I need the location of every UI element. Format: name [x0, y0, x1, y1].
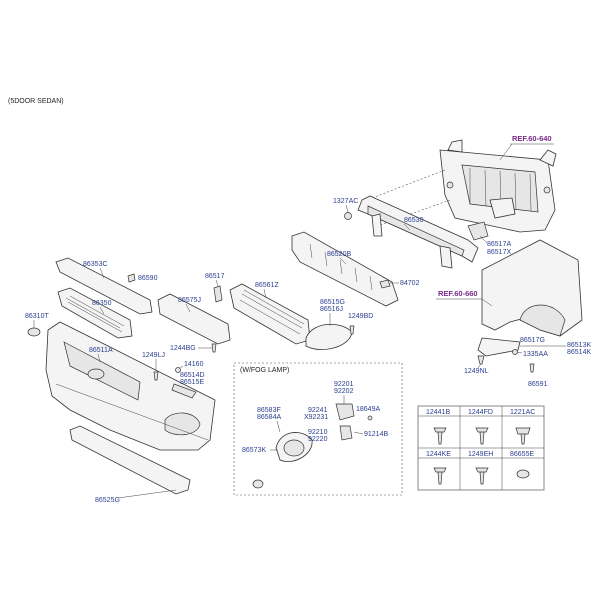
label-86517X[interactable]: 86517X	[487, 249, 511, 256]
dash-support-beam	[371, 169, 446, 199]
label-86517G[interactable]: 86517G	[520, 337, 545, 344]
fog-clip	[252, 479, 264, 489]
screw-1249lj	[153, 371, 159, 381]
fastener-icon-1244fd	[475, 427, 489, 445]
label-86575J[interactable]: 86575J	[178, 297, 201, 304]
table-cell-r2c2: 1249EH	[468, 451, 493, 458]
label-86573K[interactable]: 86573K	[242, 447, 266, 454]
screw-1244bg	[211, 343, 217, 353]
label-86516J[interactable]: 86516J	[320, 306, 343, 313]
lower-grille	[229, 283, 311, 345]
label-14160[interactable]: 14160	[184, 361, 204, 368]
fog-box-title: (W/FOG LAMP)	[240, 367, 289, 374]
label-86584A[interactable]: 86584A	[257, 414, 281, 421]
energy-absorber	[291, 231, 399, 307]
back-beam	[357, 195, 479, 269]
radiator-grille	[57, 287, 133, 339]
fastener-icon-1244ke	[433, 467, 447, 485]
label-92202[interactable]: 92202	[334, 388, 354, 395]
label-86517[interactable]: 86517	[205, 273, 225, 280]
label-86517A[interactable]: 86517A	[487, 241, 511, 248]
fog-lamp-body	[335, 403, 355, 421]
nut-1327ac	[344, 212, 352, 220]
side-bracket-left	[171, 383, 197, 399]
table-cell-r1c1: 12441B	[426, 409, 450, 416]
table-cell-r2c1: 1244KE	[426, 451, 451, 458]
label-1249LJ[interactable]: 1249LJ	[142, 352, 165, 359]
label-1327AC[interactable]: 1327AC	[333, 198, 358, 205]
fog-lamp-lens	[283, 439, 305, 457]
clip-14160	[175, 367, 181, 373]
ref-upper-label[interactable]: REF.60-640	[512, 134, 552, 143]
ref-fender-label[interactable]: REF.60-660	[438, 289, 478, 298]
label-86530[interactable]: 86530	[404, 217, 424, 224]
fastener-table	[417, 405, 545, 491]
screw-1249bd	[349, 325, 355, 335]
table-cell-r1c2: 1244FD	[468, 409, 493, 416]
bracket-86517a	[467, 221, 489, 241]
label-86520B[interactable]: 86520B	[327, 251, 351, 258]
front-fender	[481, 239, 583, 337]
label-86310T[interactable]: 86310T	[25, 313, 49, 320]
fastener-icon-1249eh	[475, 467, 489, 485]
label-92201[interactable]: 92201	[334, 381, 354, 388]
label-X92231[interactable]: X92231	[304, 414, 328, 421]
label-84702[interactable]: 84702	[400, 280, 420, 287]
label-86350[interactable]: 86350	[92, 300, 112, 307]
label-18649A[interactable]: 18649A	[356, 406, 380, 413]
label-86514K[interactable]: 86514K	[567, 349, 591, 356]
fastener-icon-1221ac	[515, 427, 531, 445]
front-lip	[69, 425, 191, 495]
label-92241[interactable]: 92241	[308, 407, 328, 414]
label-1249BD[interactable]: 1249BD	[348, 313, 373, 320]
emblem	[27, 327, 41, 337]
label-86511A[interactable]: 86511A	[89, 347, 113, 354]
ref-upper-leader	[499, 143, 513, 161]
label-86514D[interactable]: 86514D	[180, 372, 205, 379]
screw-1249nl	[477, 355, 485, 365]
table-cell-r1c3: 1221AC	[510, 409, 535, 416]
label-1335AA[interactable]: 1335AA	[523, 351, 548, 358]
clip-84702	[379, 279, 391, 289]
label-86583F[interactable]: 86583F	[257, 407, 281, 414]
label-92220[interactable]: 92220	[308, 436, 328, 443]
label-86513K[interactable]: 86513K	[567, 342, 591, 349]
stay-86575j	[157, 293, 231, 345]
label-86561Z[interactable]: 86561Z	[255, 282, 279, 289]
bolt-1335aa	[512, 349, 518, 355]
clip-86517	[213, 285, 223, 303]
label-1244BG[interactable]: 1244BG	[170, 345, 196, 352]
label-92210[interactable]: 92210	[308, 429, 328, 436]
label-86515G[interactable]: 86515G	[320, 299, 345, 306]
bulb-18649a	[367, 415, 373, 421]
variant-caption: (5DOOR SEDAN)	[8, 98, 64, 105]
label-86590[interactable]: 86590	[138, 275, 158, 282]
label-1249NL[interactable]: 1249NL	[464, 368, 489, 375]
fog-lamp-socket	[339, 425, 353, 441]
side-bracket	[477, 337, 521, 357]
fog-cover	[305, 324, 353, 350]
label-91214B[interactable]: 91214B	[364, 431, 388, 438]
label-86591[interactable]: 86591	[528, 381, 548, 388]
fastener-icon-12441b	[433, 427, 447, 445]
front-bumper-cover	[45, 321, 216, 451]
label-86515E[interactable]: 86515E	[180, 379, 204, 386]
label-86353C[interactable]: 86353C	[83, 261, 108, 268]
fastener-icon-86655e	[516, 469, 530, 479]
clip-86590	[127, 273, 136, 283]
label-86525G[interactable]: 86525G	[95, 497, 120, 504]
radiator-support-panel	[439, 139, 557, 233]
screw-86591	[529, 363, 535, 373]
upper-grille-molding	[55, 257, 153, 315]
table-cell-r2c3: 86655E	[510, 451, 534, 458]
fog-lamp-box	[233, 362, 403, 496]
